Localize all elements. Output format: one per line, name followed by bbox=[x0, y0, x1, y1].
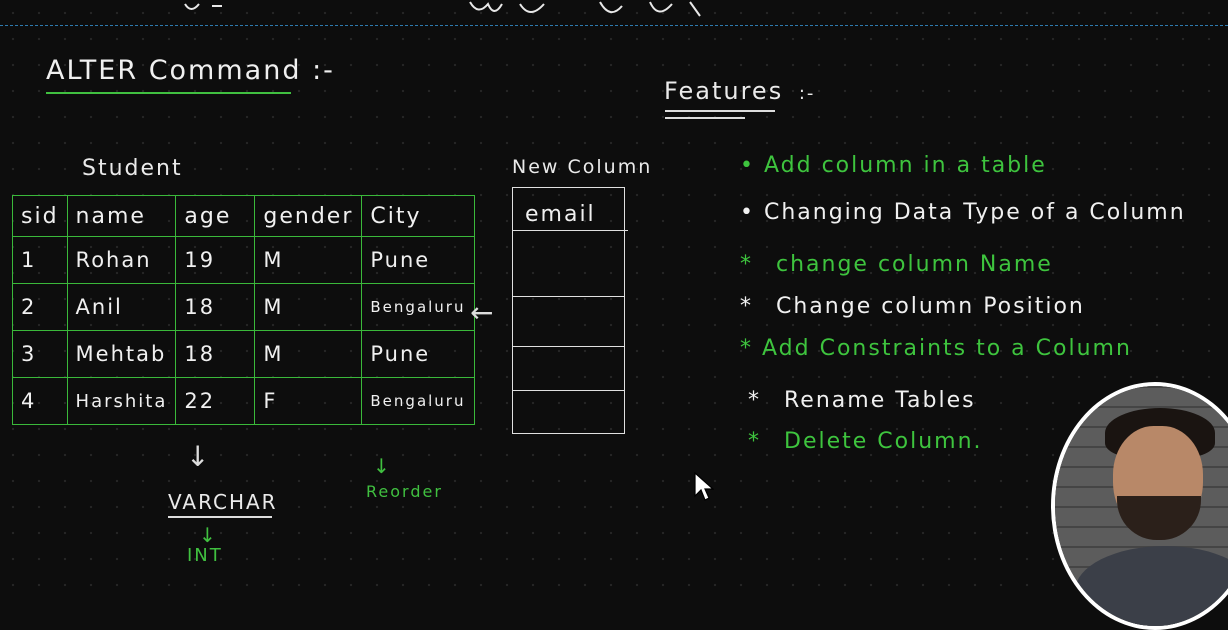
table-cell: M bbox=[254, 236, 363, 284]
feature-bullet: • bbox=[740, 153, 755, 178]
table-row: 3 Mehtab 18 M Pune bbox=[12, 330, 476, 378]
table-cell: 18 bbox=[175, 283, 256, 331]
feature-item: * change column Name bbox=[740, 252, 1053, 277]
int-label: INT bbox=[187, 545, 223, 566]
header-cell-sid: sid bbox=[12, 195, 68, 237]
table-row: 4 Harshita 22 F Bengaluru bbox=[12, 377, 476, 425]
student-table: sid name age gender City 1 Rohan 19 M Pu… bbox=[12, 195, 476, 425]
header-cell-city: City bbox=[361, 195, 476, 237]
feature-bullet: • bbox=[740, 200, 755, 225]
table-cell: Pune bbox=[361, 330, 476, 378]
feature-text: change column Name bbox=[776, 252, 1053, 277]
table-cell: Bengaluru bbox=[361, 377, 476, 425]
left-arrow-icon: ← bbox=[470, 296, 496, 329]
table-cell: M bbox=[254, 330, 363, 378]
table-row: 2 Anil 18 M Bengaluru bbox=[12, 283, 476, 331]
feature-bullet: * bbox=[740, 294, 753, 319]
table-cell: 19 bbox=[175, 236, 256, 284]
table-cell: M bbox=[254, 283, 363, 331]
small-down-arrow-icon: ↓ bbox=[199, 523, 218, 547]
feature-bullet: * bbox=[740, 252, 753, 277]
new-column-caption: New Column bbox=[512, 156, 653, 178]
title-underline bbox=[46, 92, 291, 94]
title-text: ALTER Command bbox=[46, 55, 302, 86]
new-column-box: email bbox=[512, 187, 628, 434]
feature-text: Add Constraints to a Column bbox=[762, 336, 1132, 361]
table-row: 1 Rohan 19 M Pune bbox=[12, 236, 476, 284]
feature-item: * Rename Tables bbox=[748, 388, 976, 413]
webcam-overlay bbox=[1051, 382, 1228, 630]
table-cell: Anil bbox=[66, 283, 177, 331]
column-divider bbox=[513, 346, 624, 347]
email-column-header: email bbox=[525, 202, 596, 227]
feature-item: * Change column Position bbox=[740, 294, 1085, 319]
table-cell: 22 bbox=[175, 377, 256, 425]
table-cell: Rohan bbox=[66, 236, 177, 284]
table-cell: 2 bbox=[12, 283, 68, 331]
table-cell: 4 bbox=[12, 377, 68, 425]
column-divider bbox=[513, 390, 624, 391]
top-dashed-line bbox=[0, 25, 1228, 26]
table-cell: Bengaluru bbox=[361, 283, 476, 331]
table-cell: Pune bbox=[361, 236, 476, 284]
mouse-cursor-icon bbox=[694, 472, 714, 501]
column-divider bbox=[513, 296, 624, 297]
feature-text: Add column in a table bbox=[763, 153, 1047, 178]
feature-bullet: * bbox=[740, 336, 753, 361]
varchar-label: VARCHAR bbox=[168, 490, 278, 514]
feature-bullet: * bbox=[748, 388, 761, 413]
column-divider-extension bbox=[624, 230, 628, 231]
cropped-heading-scribble bbox=[184, 1, 701, 17]
title-suffix: :- bbox=[312, 55, 335, 86]
header-cell-gender: gender bbox=[254, 195, 363, 237]
features-title-text: Features bbox=[664, 77, 784, 105]
feature-text: Change column Position bbox=[776, 294, 1085, 319]
table-cell: Harshita bbox=[66, 377, 177, 425]
reorder-arrow-icon: ↓ bbox=[373, 454, 392, 478]
table-cell: 18 bbox=[175, 330, 256, 378]
column-divider bbox=[513, 230, 624, 231]
feature-text: Rename Tables bbox=[784, 388, 976, 413]
feature-bullet: * bbox=[748, 429, 761, 454]
student-table-caption: Student bbox=[82, 156, 183, 181]
features-underline bbox=[665, 110, 775, 112]
feature-text: Delete Column. bbox=[784, 429, 983, 454]
table-cell: 1 bbox=[12, 236, 68, 284]
features-title-suffix: :- bbox=[798, 83, 816, 104]
table-cell: 3 bbox=[12, 330, 68, 378]
features-underline-second bbox=[665, 117, 745, 119]
feature-item: • Add column in a table bbox=[740, 153, 1047, 178]
header-cell-name: name bbox=[66, 195, 177, 237]
reorder-label: Reorder bbox=[366, 482, 443, 501]
page-title: ALTER Command :- bbox=[46, 55, 335, 86]
feature-item: • Changing Data Type of a Column bbox=[740, 200, 1186, 225]
feature-item: * Delete Column. bbox=[748, 429, 983, 454]
table-cell: F bbox=[254, 377, 363, 425]
feature-text: Changing Data Type of a Column bbox=[763, 200, 1186, 225]
varchar-underline bbox=[168, 516, 272, 518]
header-cell-age: age bbox=[175, 195, 256, 237]
down-arrow-icon: ↓ bbox=[186, 440, 212, 473]
table-cell: Mehtab bbox=[66, 330, 177, 378]
table-header-row: sid name age gender City bbox=[12, 195, 476, 237]
features-title: Features :- bbox=[664, 77, 815, 105]
feature-item: * Add Constraints to a Column bbox=[740, 336, 1132, 361]
